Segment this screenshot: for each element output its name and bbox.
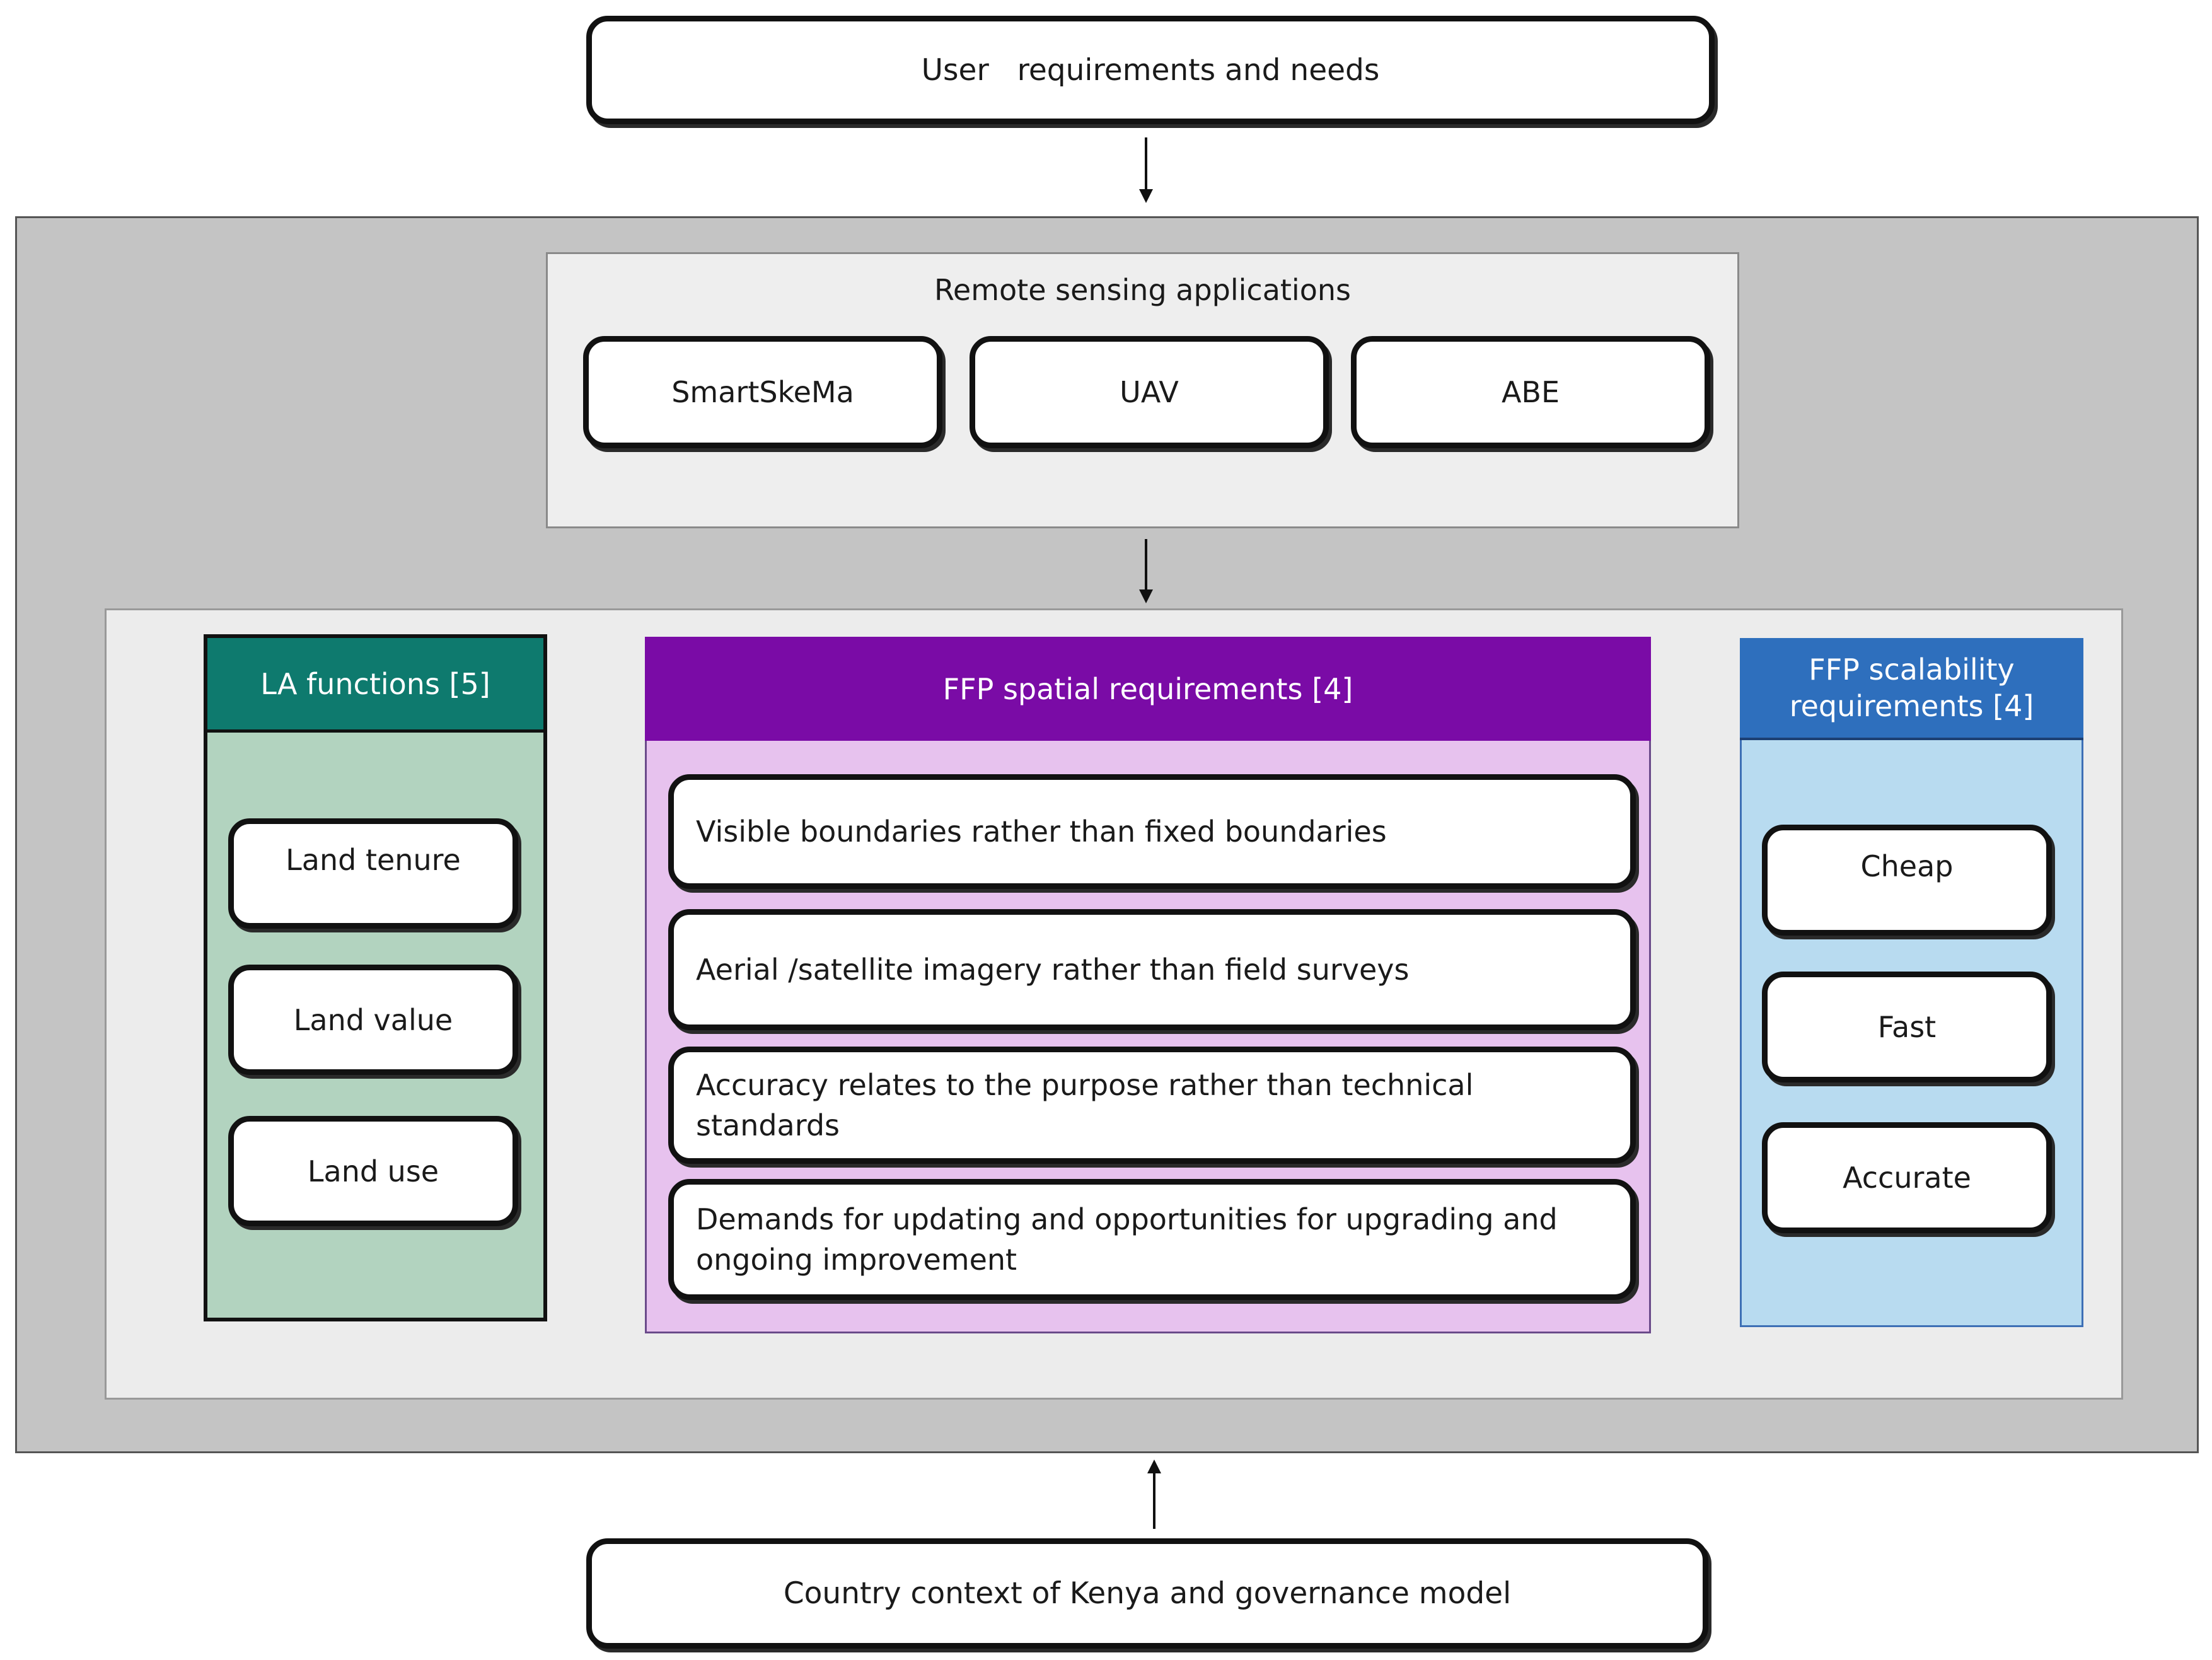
arrow-context-to-panel-head (1147, 1460, 1161, 1473)
spatial-requirement-text: Visible boundaries rather than fixed bou… (696, 815, 1387, 849)
land-tenure-box: Land tenure (228, 818, 518, 929)
user-requirements-box: User requirements and needs (586, 16, 1715, 124)
spatial-requirement-text: Demands for updating and opportunities f… (696, 1202, 1558, 1277)
ffp-scalability-title-line1: FFP scalability (1809, 653, 2015, 687)
cheap-label: Cheap (1860, 849, 1954, 883)
spatial-requirement-item: Accuracy relates to the purpose rather t… (668, 1047, 1636, 1164)
arrow-top-to-panel (1145, 137, 1147, 193)
smartskema-label: SmartSkeMa (671, 375, 854, 409)
abe-box: ABE (1351, 336, 1710, 448)
spatial-requirement-item: Demands for updating and opportunities f… (668, 1179, 1636, 1300)
fast-label: Fast (1877, 1010, 1937, 1044)
spatial-requirement-item: Visible boundaries rather than fixed bou… (668, 774, 1636, 889)
ffp-spatial-header: FFP spatial requirements [4] (645, 637, 1651, 741)
land-use-label: Land use (307, 1154, 439, 1188)
country-context-label: Country context of Kenya and governance … (783, 1576, 1512, 1611)
spatial-requirement-text: Aerial /satellite imagery rather than fi… (696, 953, 1410, 987)
uav-label: UAV (1120, 375, 1179, 409)
arrow-rs-to-requirements-head (1139, 589, 1153, 603)
arrow-rs-to-requirements (1145, 539, 1147, 593)
country-context-box: Country context of Kenya and governance … (586, 1538, 1708, 1649)
land-use-box: Land use (228, 1116, 518, 1226)
smartskema-box: SmartSkeMa (583, 336, 942, 448)
fast-box: Fast (1762, 972, 2052, 1082)
abe-label: ABE (1501, 375, 1560, 409)
spatial-requirement-item: Aerial /satellite imagery rather than fi… (668, 909, 1636, 1030)
spatial-requirement-text: Accuracy relates to the purpose rather t… (696, 1068, 1474, 1142)
land-value-box: Land value (228, 965, 518, 1075)
ffp-scalability-header: FFP scalability requirements [4] (1740, 638, 2083, 740)
user-requirements-label: User requirements and needs (921, 52, 1380, 88)
uav-box: UAV (970, 336, 1329, 448)
ffp-scalability-title-line2: requirements [4] (1789, 689, 2034, 723)
accurate-box: Accurate (1762, 1122, 2052, 1233)
cheap-box: Cheap (1762, 825, 2052, 936)
land-value-label: Land value (293, 1002, 453, 1037)
la-functions-header: LA functions [5] (207, 638, 543, 733)
arrow-top-to-panel-head (1139, 189, 1153, 203)
remote-sensing-title: Remote sensing applications (934, 273, 1351, 307)
land-tenure-label: Land tenure (286, 843, 461, 877)
accurate-label: Accurate (1843, 1161, 1971, 1195)
arrow-context-to-panel (1153, 1471, 1155, 1529)
